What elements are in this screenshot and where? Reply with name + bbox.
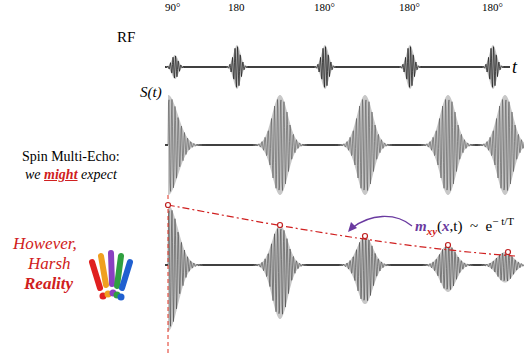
signal-envelope (250, 95, 310, 195)
signal-oscillation (475, 100, 524, 191)
emphasis-word: might (44, 167, 77, 182)
signal-waveforms (165, 45, 524, 331)
row-title: Reality (24, 275, 73, 292)
formula-part: x (442, 218, 450, 234)
signal-envelope (225, 45, 249, 89)
row-title: However, (13, 235, 77, 252)
signal-envelope (250, 225, 310, 319)
signal-envelope (335, 236, 395, 304)
flip-angle: 180 (228, 2, 245, 13)
signal-oscillation (168, 99, 206, 191)
note-word: we (25, 167, 41, 182)
flip-angle: 180° (314, 2, 335, 13)
note-word: expect (81, 167, 117, 182)
flip-angle: 90° (165, 2, 180, 13)
signal-oscillation (165, 56, 185, 78)
time-zero-line (168, 195, 169, 353)
exclamation-marks (92, 253, 130, 301)
signal-oscillation (475, 253, 524, 281)
signal-envelope (475, 252, 524, 283)
row-title: Spin Multi-Echo: (22, 150, 120, 164)
axis-label: S(t) (140, 85, 162, 100)
echo-peak-dots (166, 203, 511, 255)
axis-label: RF (117, 30, 135, 45)
decay-envelope (168, 205, 515, 256)
signal-envelope (313, 45, 337, 89)
flip-angle: 180° (399, 2, 420, 13)
signal-oscillation (398, 47, 422, 88)
signal-oscillation (481, 47, 505, 88)
signal-envelope (481, 45, 505, 89)
signal-oscillation (418, 100, 478, 191)
formula-part: xy (427, 225, 437, 237)
signal-envelope (168, 205, 206, 331)
flip-angle: 180° (482, 2, 503, 13)
decay-formula: mxy(x,t) ~ e− t/T (413, 218, 516, 235)
signal-oscillation (250, 100, 310, 191)
signal-oscillation (225, 47, 249, 88)
axis-label: t (512, 58, 517, 76)
formula-part: m (415, 218, 427, 234)
signal-oscillation (250, 229, 310, 315)
signal-envelope (165, 55, 185, 79)
pointer-arrowhead (348, 222, 357, 232)
signal-envelope (475, 95, 524, 195)
signal-envelope (335, 95, 395, 195)
time-axes (165, 67, 512, 265)
signal-oscillation (313, 47, 337, 88)
signal-oscillation (335, 239, 395, 301)
signal-oscillation (168, 210, 206, 326)
row-title: Harsh (28, 255, 71, 272)
formula-part: ( (437, 218, 442, 234)
signal-oscillation (418, 247, 478, 290)
pointer-arrow (352, 216, 412, 228)
signal-oscillation (335, 100, 395, 191)
signal-envelope (418, 95, 478, 195)
formula-part: ,t) ~ e (450, 218, 493, 234)
signal-envelope (398, 45, 422, 89)
formula-part: − t/T (492, 215, 514, 227)
signal-envelope (168, 95, 206, 195)
